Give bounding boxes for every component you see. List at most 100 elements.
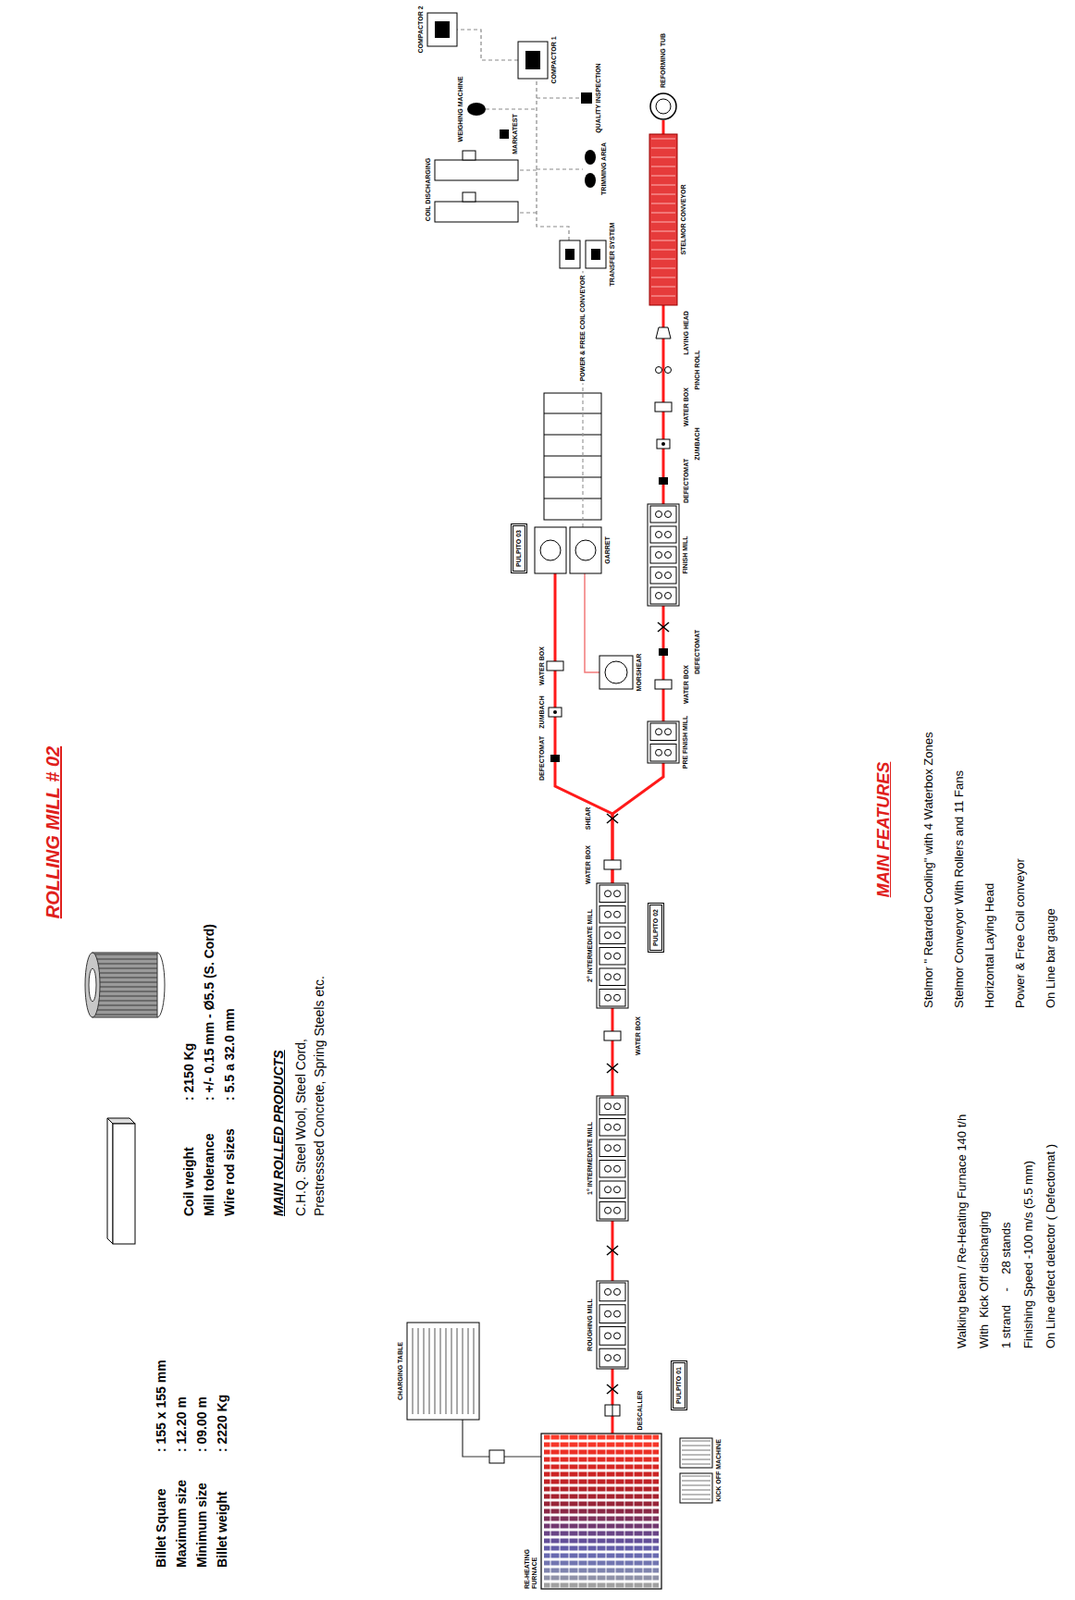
furnace-billet xyxy=(633,1433,635,1590)
mill-stand xyxy=(650,506,677,523)
water-box xyxy=(546,661,564,671)
coil-icon xyxy=(92,952,158,1018)
spec-text: : +/- 0.15 mm - Ø5.5 (S. Cord) xyxy=(200,924,218,1101)
mill-roll xyxy=(605,1186,612,1194)
table-billet xyxy=(445,1328,447,1415)
equipment-label: TRIMMING AREA xyxy=(600,142,608,196)
coil-route xyxy=(485,108,537,110)
table-billet xyxy=(457,1328,458,1415)
feature-text: Stelmor Converyor With Rollers and 11 Fa… xyxy=(951,770,967,1009)
equipment-label: WATER BOX xyxy=(634,1016,643,1056)
spec-text: Coil weight xyxy=(180,1147,198,1217)
spec-text: Minimum size xyxy=(193,1482,211,1569)
kick-off-box xyxy=(679,1473,713,1504)
coil-winding xyxy=(92,953,158,955)
coil-winding xyxy=(92,981,158,983)
mill-stand xyxy=(599,1098,626,1116)
coil-winding xyxy=(92,990,158,992)
furnace-zone xyxy=(543,1539,659,1545)
furnace-billet xyxy=(587,1433,589,1590)
equipment-shape xyxy=(499,129,509,139)
mill-outline xyxy=(596,1096,629,1222)
mill-stand xyxy=(599,1139,626,1158)
stelmor-roller xyxy=(651,222,676,223)
stelmor-roller xyxy=(651,268,676,270)
stelmor-roller xyxy=(651,296,676,297)
mill-stand xyxy=(650,546,677,564)
feature-text: On Line defect detector ( Defectomat ) xyxy=(1043,1144,1059,1349)
shear-symbol xyxy=(606,1246,618,1256)
pulpit-box: PULPITO 03 xyxy=(510,523,528,574)
equipment-label: PINCH ROLL xyxy=(693,350,702,391)
equipment-label: ROUGHING MILL xyxy=(586,1298,594,1352)
kick-off-hatch xyxy=(681,1445,711,1447)
kick-off-hatch xyxy=(681,1455,711,1457)
furnace-zone xyxy=(543,1487,659,1493)
coiler-drum xyxy=(575,540,596,561)
mill-stand xyxy=(650,587,677,605)
coil-route xyxy=(457,29,519,61)
kick-off-hatch xyxy=(681,1464,711,1466)
mill-stand xyxy=(599,1283,626,1302)
shear-symbol xyxy=(606,814,618,824)
mill-stand xyxy=(599,1202,626,1221)
table-billet xyxy=(462,1328,464,1415)
shear-symbol xyxy=(606,1384,618,1395)
tub-inner xyxy=(655,98,671,114)
furnace-zone xyxy=(543,1532,659,1537)
discharge-station xyxy=(434,160,519,181)
equipment-shape xyxy=(582,148,598,190)
equipment-shape xyxy=(541,1433,662,1590)
mill-stand xyxy=(599,989,626,1008)
mill-roll xyxy=(614,1207,621,1214)
furnace-zone xyxy=(543,1450,659,1456)
transfer-coil xyxy=(591,248,601,260)
kick-off-hatch xyxy=(681,1490,711,1492)
mill-roll xyxy=(665,531,672,539)
rolling-line xyxy=(611,1008,615,1097)
shear-symbol xyxy=(606,814,618,824)
mill-roll xyxy=(614,994,621,1001)
equipment-label: SHEAR xyxy=(584,807,593,831)
compactor-frame xyxy=(427,12,458,47)
coil-winding xyxy=(92,1000,158,1001)
mill-roll xyxy=(614,1124,621,1131)
mill-stand xyxy=(599,948,626,966)
coil-winding xyxy=(92,972,158,974)
compactor-frame xyxy=(518,41,548,79)
mill-roll xyxy=(655,531,663,539)
mill-outline xyxy=(647,504,680,606)
mill-outline xyxy=(596,883,629,1009)
mill-roll xyxy=(655,729,663,736)
feature-text: With Kick Off discharging xyxy=(976,1210,992,1349)
mill-stand xyxy=(599,906,626,925)
table-billet xyxy=(451,1328,453,1415)
equipment-label: MORSHEAR xyxy=(635,654,643,692)
furnace-zone xyxy=(543,1569,659,1574)
spec-text: Wire rod sizes xyxy=(221,1128,238,1217)
equipment-shape xyxy=(596,1096,629,1222)
stelmor-roller xyxy=(651,286,676,288)
equipment-label: MARKATEST xyxy=(511,113,519,154)
furnace-zone xyxy=(543,1443,659,1448)
stelmor-roller xyxy=(651,203,676,205)
mill-stand xyxy=(599,885,626,903)
table-outline xyxy=(407,1322,480,1421)
equipment-label: DEFECTOMAT xyxy=(538,736,546,781)
coil-route xyxy=(518,169,537,171)
furnace-billet xyxy=(568,1433,570,1590)
coil-winding xyxy=(92,1004,158,1006)
equipment-label: REFORMING TUB xyxy=(659,33,668,88)
mill-roll xyxy=(614,952,621,960)
equipment-shape xyxy=(434,157,519,223)
furnace-zone xyxy=(543,1480,659,1485)
table-billet xyxy=(429,1328,431,1415)
mill-roll xyxy=(614,911,621,918)
coil-winding xyxy=(92,963,158,964)
stelmor-roller xyxy=(651,138,676,140)
kick-off-hatch xyxy=(681,1450,711,1452)
weighing-machine: WEIGHING MACHINE xyxy=(467,102,486,116)
shear-symbol xyxy=(606,1384,618,1395)
spec-text: Mill tolerance xyxy=(200,1134,218,1217)
